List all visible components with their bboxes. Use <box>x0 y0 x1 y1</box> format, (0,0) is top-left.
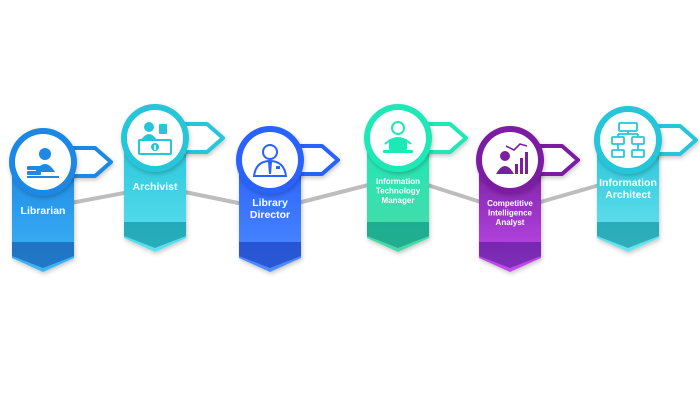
step-label-line: Intelligence <box>488 209 533 218</box>
analyst-icon <box>496 143 528 174</box>
librarian-icon <box>27 148 59 178</box>
connector-line <box>174 188 249 207</box>
step-label-line: Director <box>250 209 290 221</box>
step-label-line: Information <box>376 177 420 186</box>
career-steps: LibrarianArchivistLibraryDirectorInforma… <box>9 104 698 272</box>
archivist-icon <box>138 122 172 155</box>
step-card-chevron <box>12 242 74 268</box>
step-badge <box>600 112 656 168</box>
connector-line <box>417 180 491 207</box>
connector-line <box>289 180 381 207</box>
step-card-chevron <box>367 222 429 248</box>
step-archivist: Archivist <box>121 104 225 252</box>
step-card-chevron <box>597 222 659 248</box>
step-label-line: Librarian <box>21 205 66 217</box>
step-label-line: Archivist <box>133 181 178 193</box>
architect-icon <box>611 122 645 158</box>
step-librarian: Librarian <box>9 128 113 272</box>
step-badge <box>15 134 71 190</box>
director-icon <box>252 144 288 177</box>
step-card-chevron <box>124 222 186 248</box>
step-label-line: Analyst <box>496 218 525 227</box>
step-label-line: Library <box>252 197 288 209</box>
step-card-chevron <box>239 242 301 268</box>
step-label-line: Competitive <box>487 199 533 208</box>
connector-line <box>529 180 611 207</box>
it-manager-icon <box>383 121 413 153</box>
step-label-line: Technology <box>376 187 421 196</box>
step-card-chevron <box>479 242 541 268</box>
step-badge <box>482 132 538 188</box>
step-label-line: Information <box>599 177 657 189</box>
step-label-line: Architect <box>605 189 651 201</box>
step-label-line: Manager <box>382 196 415 205</box>
